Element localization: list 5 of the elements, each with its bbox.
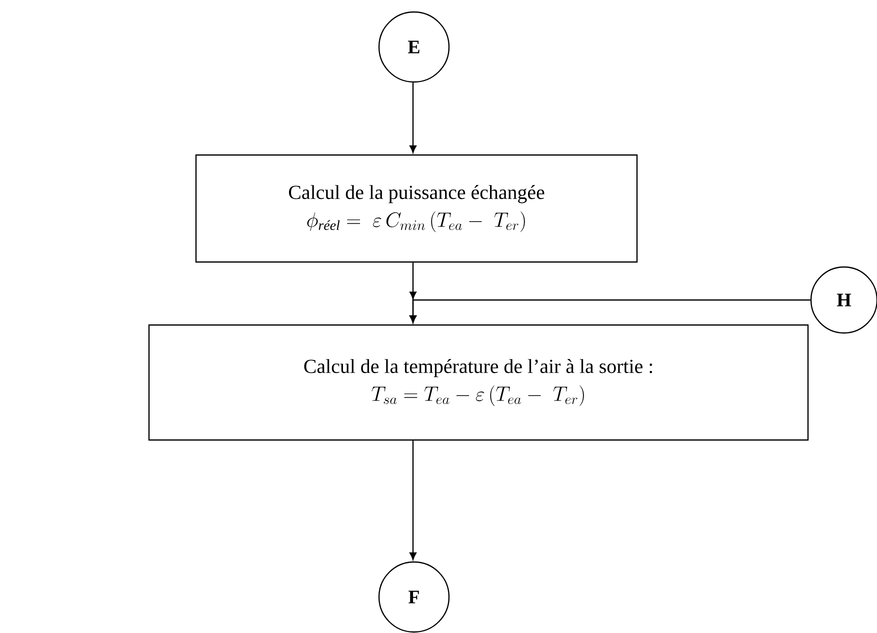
process-box: Calcul de la puissance échangée $\phi_{\mathit{réel}} = \;\varepsilon\, C_{min}\,(T_{ea} -\; T_{er})$ xyxy=(195,154,638,263)
arrow xyxy=(410,292,810,323)
process-box: Calcul de la température de l’air à la sortie : $T_{sa} = T_{ea} - \varepsilon\,(T_{ea} -\; T_{er})$ xyxy=(148,324,809,441)
arrow xyxy=(410,440,416,560)
arrow xyxy=(410,82,416,153)
